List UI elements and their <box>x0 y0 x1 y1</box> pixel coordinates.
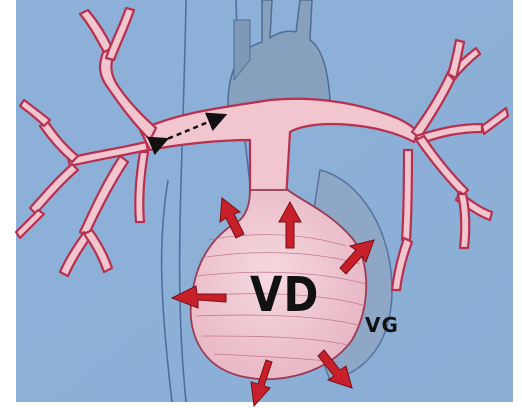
label-vd: VD <box>250 266 319 322</box>
label-vg: VG <box>365 313 399 337</box>
